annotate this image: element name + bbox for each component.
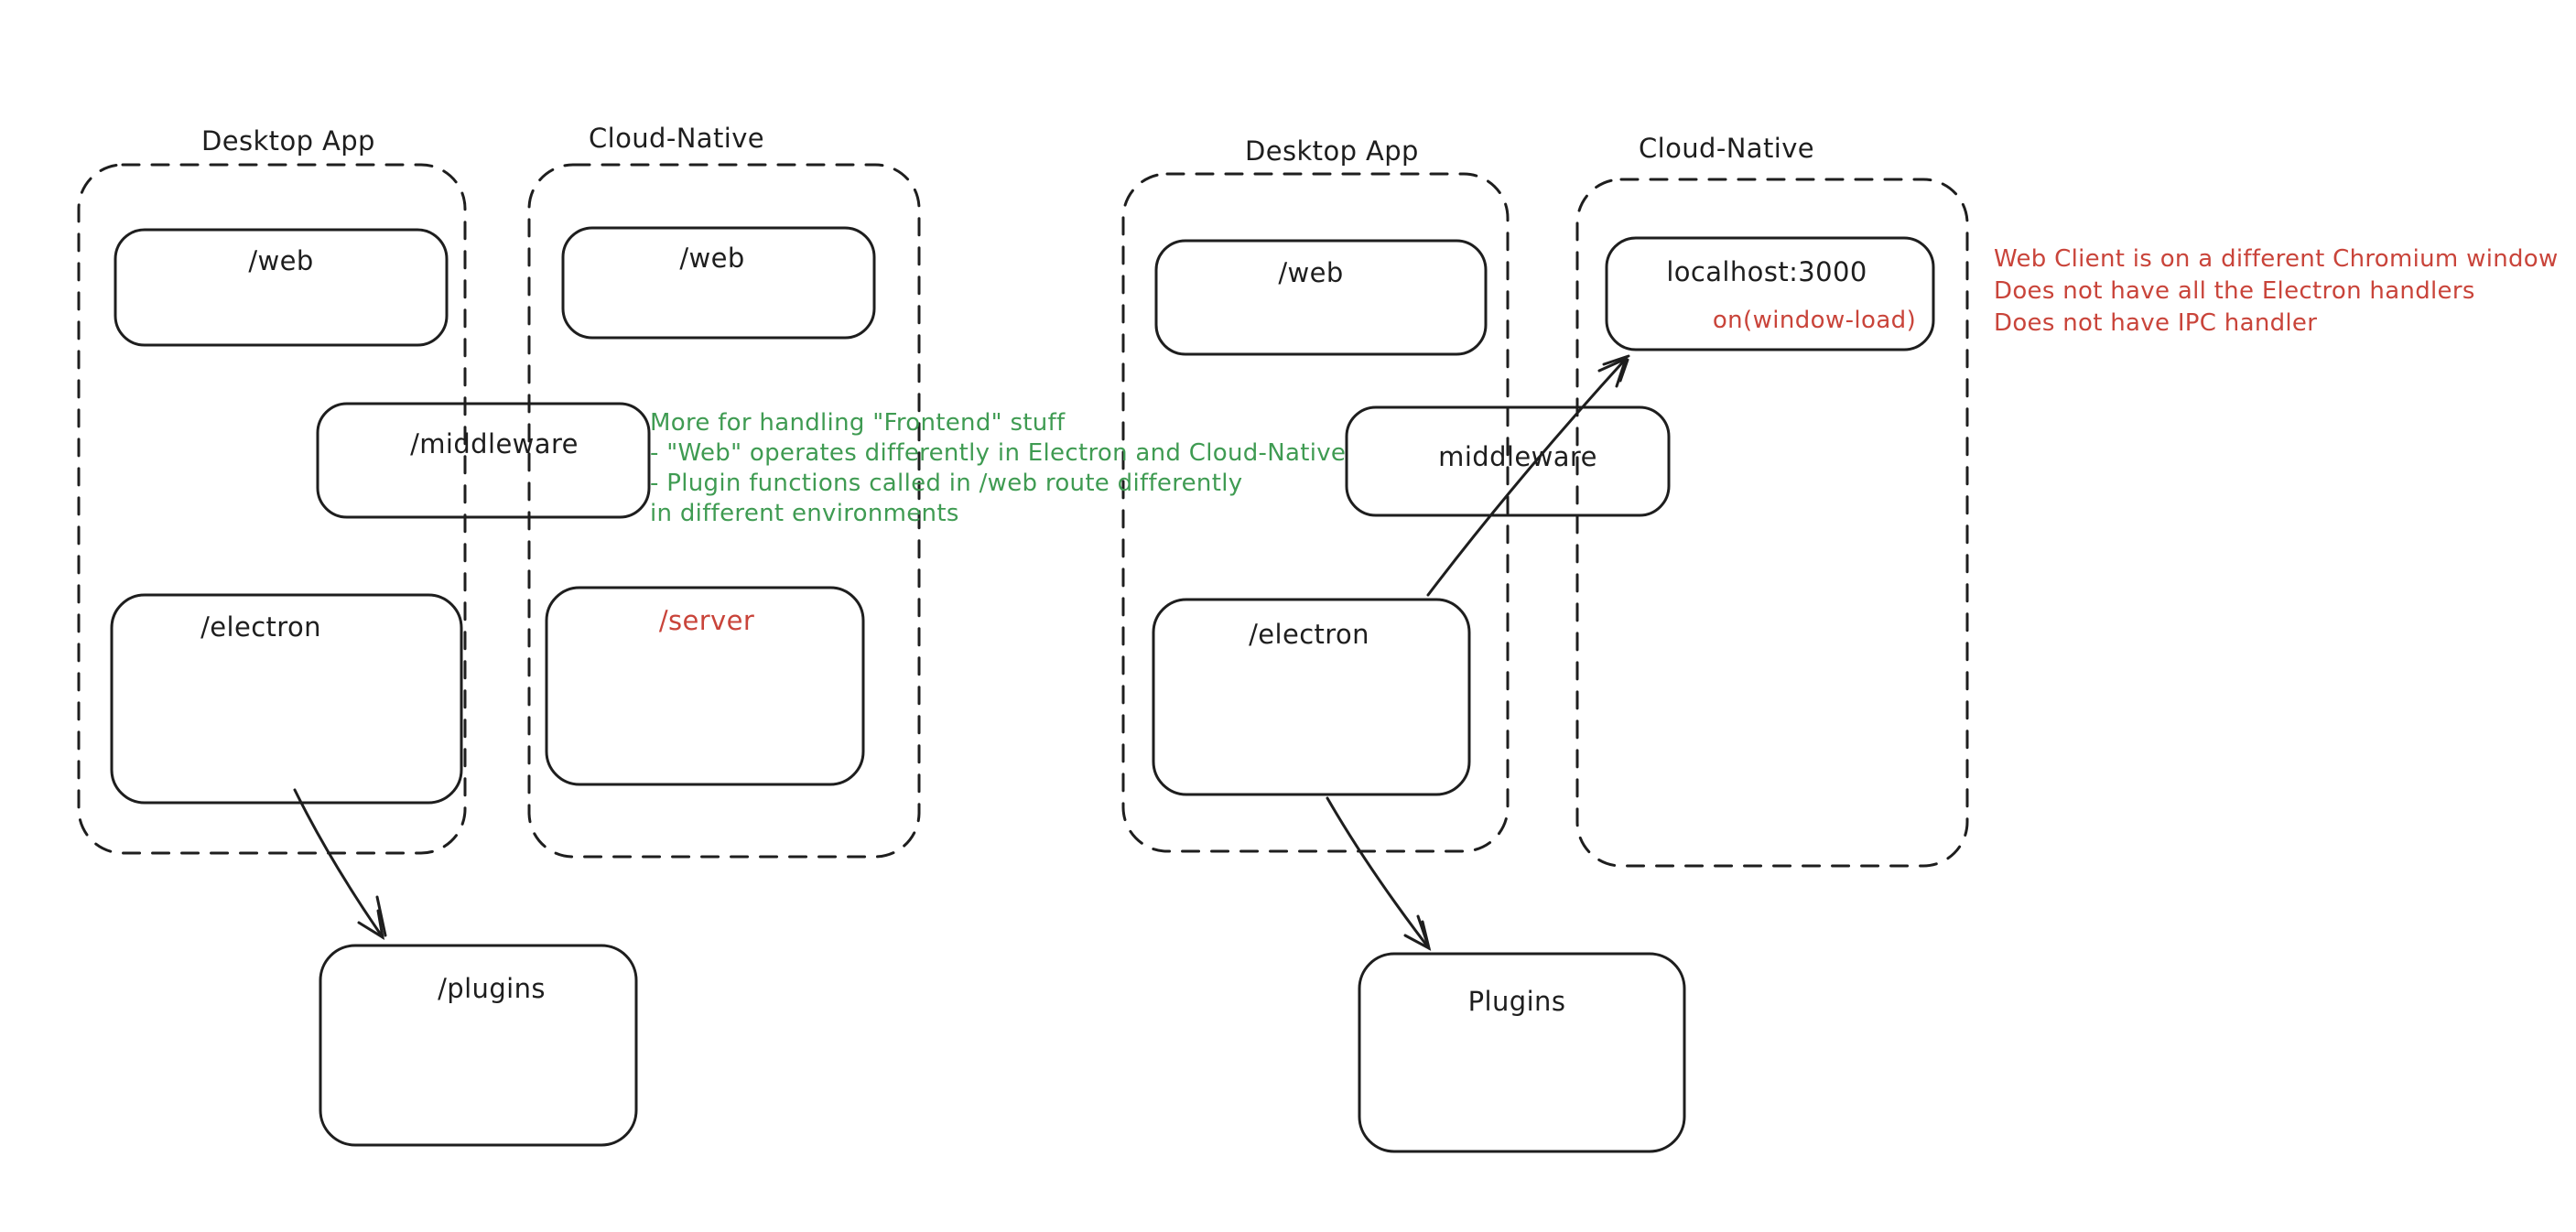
left-web-desktop-box: [114, 228, 449, 347]
arrow-left-electron-to-plugins-head: [357, 909, 385, 941]
right-desktop-app-title: Desktop App: [1245, 135, 1419, 167]
right-middleware-label: middleware: [1438, 441, 1597, 472]
green-note-line-1: More for handling "Frontend" stuff: [650, 409, 1066, 437]
arrow-right-electron-to-plugins-sketch-stroke: [1416, 914, 1430, 947]
left-desktop-app-container: [77, 163, 467, 855]
right-desktop-app-container: [1121, 172, 1510, 853]
left-plugins-label: /plugins: [438, 973, 546, 1004]
right-cloud-native-title: Cloud-Native: [1639, 133, 1814, 164]
left-electron-label: /electron: [200, 611, 321, 643]
green-annotation-note: More for handling "Frontend" stuff - "We…: [650, 408, 1346, 529]
arrow-right-electron-to-localhost: [1426, 357, 1628, 597]
arrow-right-electron-to-plugins: [1326, 796, 1431, 950]
left-desktop-app-title: Desktop App: [201, 125, 375, 157]
green-note-line-2: - "Web" operates differently in Electron…: [650, 439, 1347, 467]
green-note-line-3: - Plugin functions called in /web route …: [650, 470, 1243, 497]
right-electron-label: /electron: [1249, 619, 1369, 650]
right-web-box: [1154, 239, 1488, 356]
right-localhost-label: localhost:3000: [1666, 256, 1867, 287]
red-note-line-3: Does not have IPC handler: [1994, 309, 2318, 337]
red-note-line-2: Does not have all the Electron handlers: [1994, 277, 2475, 305]
arrow-right-electron-to-localhost-head: [1597, 356, 1629, 388]
right-cloud-native-container: [1575, 178, 1969, 868]
left-web-cloud-label: /web: [679, 243, 745, 274]
red-annotation-note: Web Client is on a different Chromium wi…: [1994, 243, 2559, 340]
left-web-cloud-box: [561, 226, 876, 340]
left-cloud-native-container: [527, 163, 921, 859]
left-server-box: [545, 586, 865, 786]
red-note-line-1: Web Client is on a different Chromium wi…: [1994, 245, 2559, 273]
left-plugins-box: [319, 944, 638, 1147]
arrow-right-electron-to-localhost-sketch-stroke: [1602, 354, 1630, 383]
right-web-label: /web: [1278, 257, 1344, 288]
arrow-left-electron-to-plugins-sketch-stroke: [375, 895, 387, 937]
right-plugins-box: [1358, 952, 1686, 1153]
right-electron-box: [1152, 598, 1471, 796]
left-middleware-box: [316, 402, 651, 519]
left-web-desktop-label: /web: [248, 245, 314, 276]
right-localhost-box: [1605, 236, 1935, 351]
arrow-left-electron-to-plugins: [293, 788, 384, 939]
left-electron-box: [110, 593, 463, 805]
left-server-label: /server: [658, 605, 755, 636]
left-middleware-label: /middleware: [410, 428, 579, 459]
arrow-right-electron-to-plugins-head: [1403, 920, 1432, 951]
right-localhost-event-label: on(window-load): [1712, 307, 1917, 334]
right-middleware-box: [1345, 405, 1671, 517]
right-plugins-label: Plugins: [1467, 986, 1566, 1017]
left-cloud-native-title: Cloud-Native: [589, 123, 764, 154]
green-note-line-4: in different environments: [650, 500, 959, 527]
